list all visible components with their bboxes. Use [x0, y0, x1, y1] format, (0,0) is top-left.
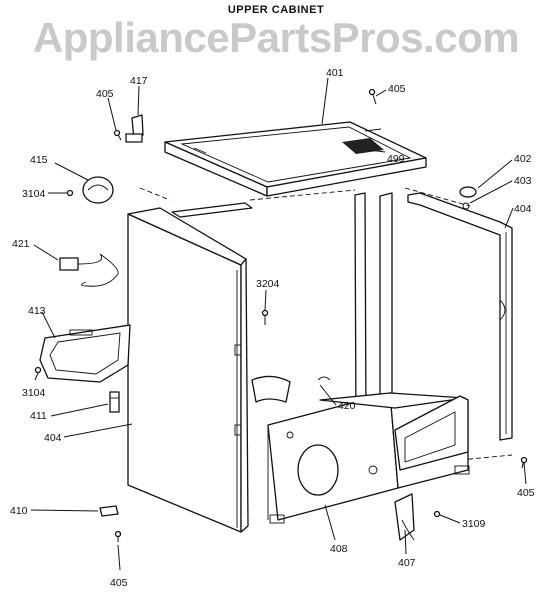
callout-421: 421	[12, 238, 30, 250]
callout-401: 401	[326, 67, 344, 79]
callout-405-top: 405	[388, 83, 406, 95]
callout-410: 410	[10, 505, 28, 517]
callout-3104-lower: 3104	[22, 387, 46, 399]
screw-3109	[433, 510, 441, 518]
part-408-front-bulkhead	[267, 392, 470, 524]
callout-3204: 3204	[256, 278, 280, 290]
callout-411: 411	[30, 410, 47, 422]
part-411-clip	[109, 391, 120, 413]
part-421-power-cord	[59, 253, 119, 287]
watermark: AppliancePartsPros.com	[32, 14, 520, 61]
callout-415: 415	[30, 154, 48, 166]
callout-403: 403	[514, 175, 532, 187]
callout-404-left: 404	[44, 432, 62, 444]
part-404-left-side-panel	[127, 207, 249, 533]
leader-lines	[30, 77, 527, 571]
diagram-title: UPPER CABINET	[227, 4, 325, 16]
part-404-right-rail	[407, 192, 513, 441]
part-417-hinge-bracket	[125, 114, 144, 143]
callout-405-right: 405	[517, 487, 535, 499]
callout-3104-upper: 3104	[22, 188, 46, 200]
callout-405-bottom: 405	[110, 577, 128, 589]
callout-408: 408	[330, 543, 348, 555]
callout-3109: 3109	[462, 518, 486, 530]
part-407-switch	[394, 493, 415, 541]
callout-404-right: 404	[514, 203, 532, 215]
callout-413: 413	[28, 305, 46, 317]
screw-3204	[261, 309, 269, 325]
callout-420: 420	[338, 400, 356, 412]
screw-3104-lower	[34, 366, 42, 374]
screw-3104-left	[66, 189, 74, 197]
part-420-bracket	[251, 375, 331, 403]
part-415-round-cover	[82, 176, 114, 204]
callout-402: 402	[514, 153, 532, 165]
screw-405-right	[520, 456, 528, 469]
callout-499: 499	[387, 153, 405, 165]
callout-417: 417	[130, 75, 148, 87]
part-402-403-glide	[459, 186, 477, 210]
screw-405-bottom	[114, 530, 122, 542]
callout-405-left: 405	[96, 88, 114, 100]
screw-405-upper-left	[113, 129, 122, 141]
callout-labels: 401 405 405 417 415 3104 421 413 3104 41…	[10, 67, 535, 589]
part-413-access-panel	[39, 324, 131, 383]
part-410-clip	[99, 505, 119, 517]
callout-407: 407	[398, 557, 416, 569]
screw-405-top	[368, 88, 377, 105]
